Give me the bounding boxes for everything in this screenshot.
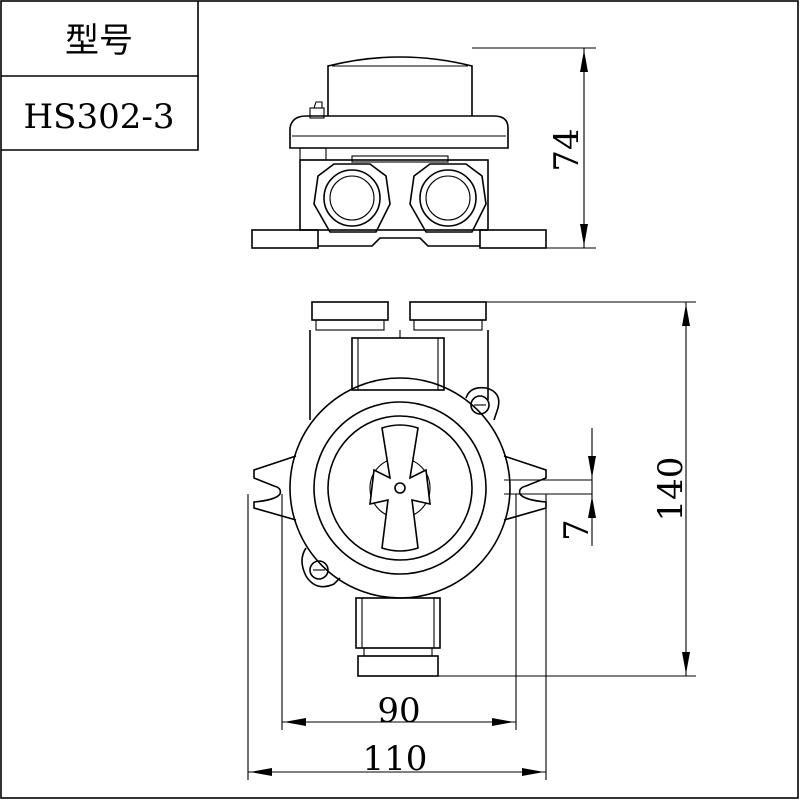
handle-pivot <box>394 482 406 494</box>
rotary-handle <box>369 424 431 552</box>
dimension-height-label: 74 <box>547 128 587 171</box>
title-label: 型号 <box>65 21 133 61</box>
dimension-inner-width: 90 <box>281 494 517 731</box>
dimension-height: 74 <box>472 47 596 249</box>
side-view <box>251 56 547 249</box>
dimension-inner-width-label: 90 <box>377 691 420 731</box>
dimension-length: 140 <box>438 301 696 677</box>
gland-nut-left <box>313 163 391 233</box>
dimension-slot-label: 7 <box>557 519 597 541</box>
dimension-length-label: 140 <box>651 457 691 522</box>
top-view <box>253 301 592 677</box>
dimension-overall-width: 110 <box>247 494 547 780</box>
dimension-slot: 7 <box>557 428 597 546</box>
gland-nut-right <box>409 163 487 233</box>
title-block: 型号 HS302-3 <box>1 1 199 151</box>
model-number: HS302-3 <box>24 97 175 137</box>
dimension-overall-width-label: 110 <box>363 739 428 779</box>
